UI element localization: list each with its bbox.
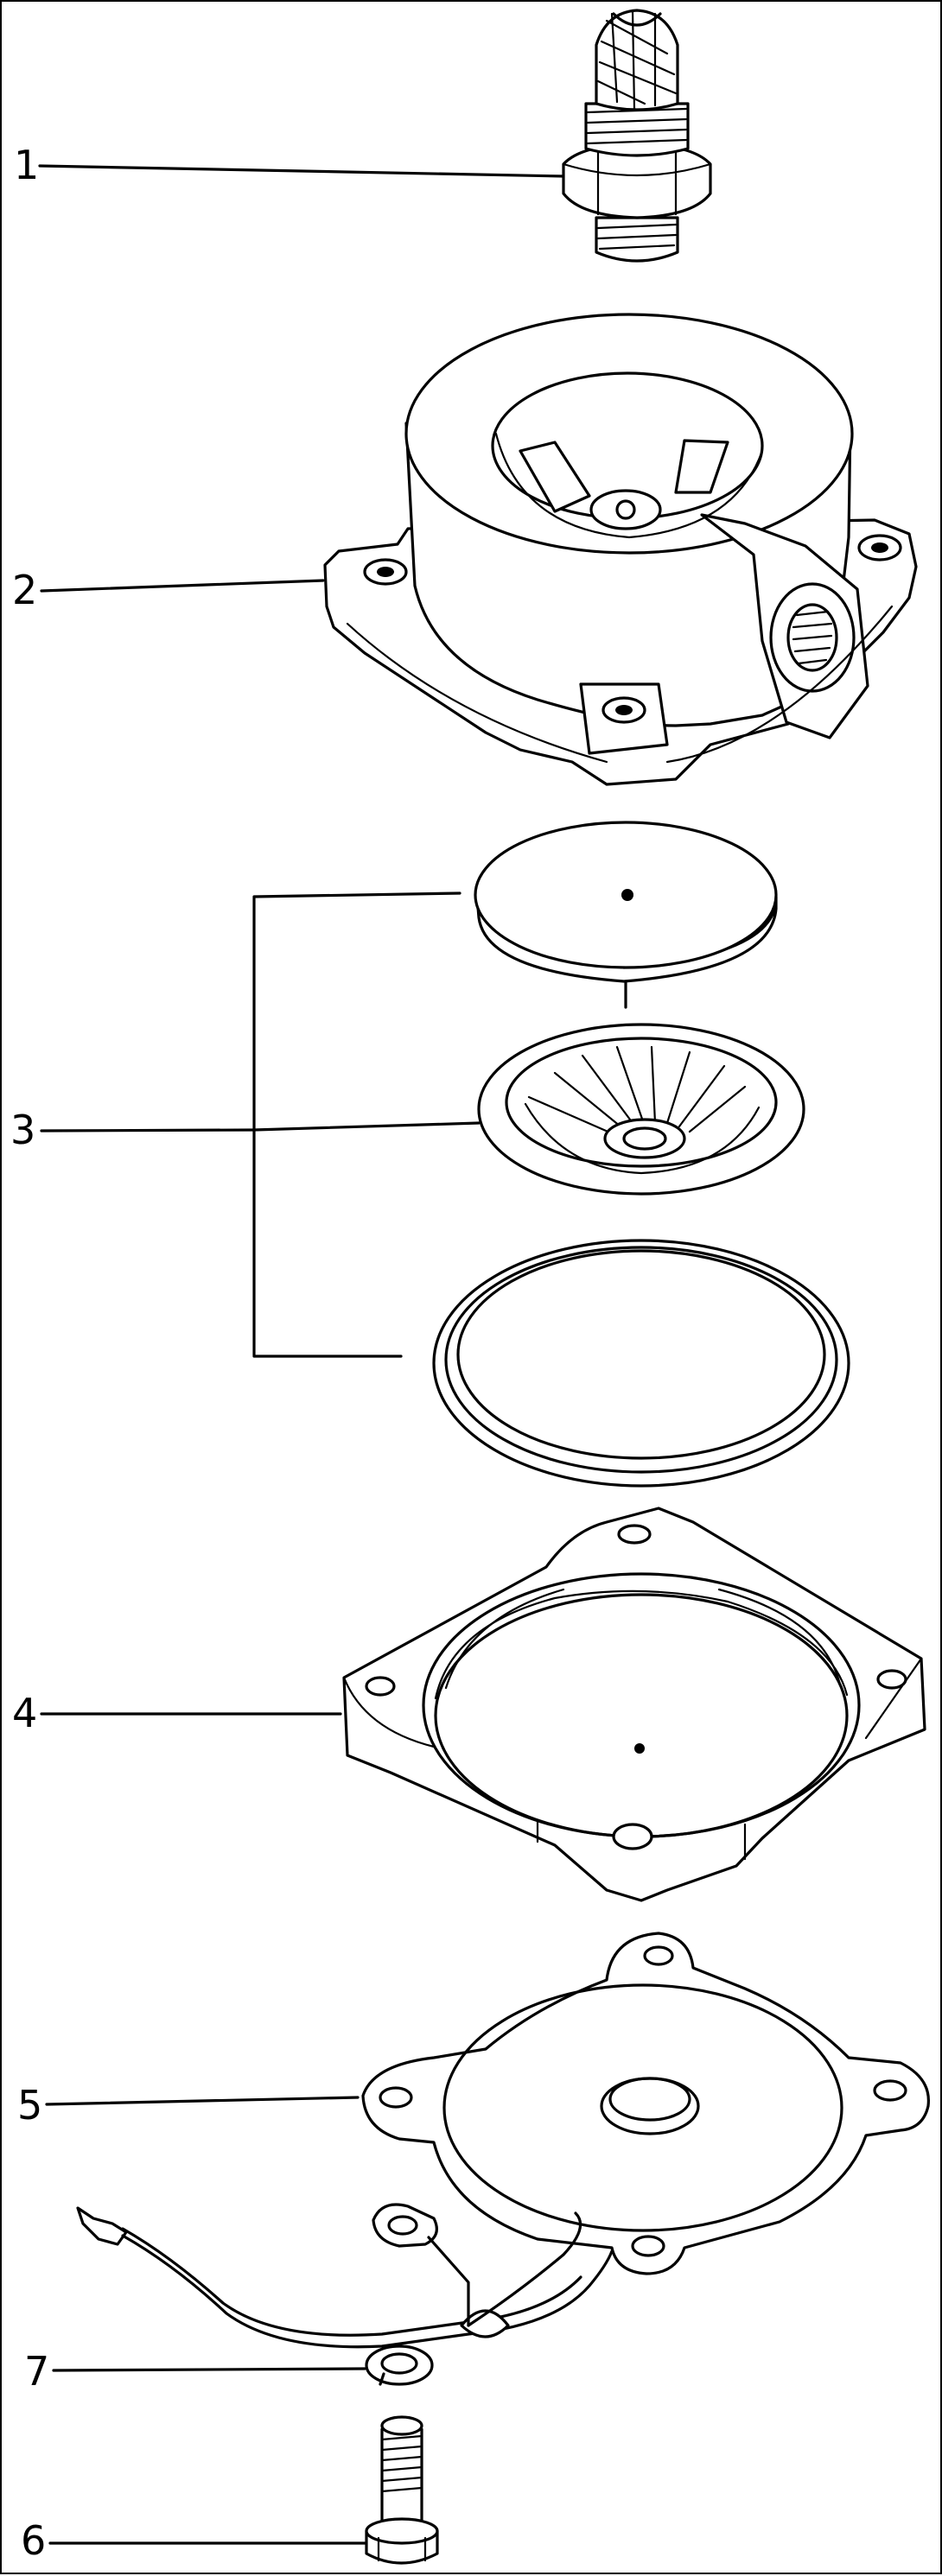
leader-line-3 bbox=[40, 1128, 256, 1133]
leader-line-2 bbox=[40, 579, 325, 593]
callout-5: 5 bbox=[17, 2082, 360, 2129]
callout-label-2: 2 bbox=[12, 567, 37, 613]
part-5-gasket bbox=[361, 1932, 930, 2275]
part-6-bolt bbox=[365, 2415, 439, 2565]
callout-7: 7 bbox=[24, 2348, 366, 2395]
callout-label-7: 7 bbox=[24, 2348, 49, 2395]
leader-line-5 bbox=[45, 2096, 360, 2106]
callout-label-3: 3 bbox=[10, 1107, 35, 1153]
callout-3: 3 bbox=[10, 891, 481, 1358]
leader-line-3b bbox=[252, 1121, 481, 1132]
callout-4: 4 bbox=[12, 1690, 342, 1736]
callout-label-4: 4 bbox=[12, 1690, 37, 1736]
callout-6: 6 bbox=[21, 2517, 377, 2564]
callout-label-5: 5 bbox=[17, 2082, 42, 2129]
part-7-washer bbox=[365, 2344, 434, 2386]
bracket-3 bbox=[252, 891, 461, 1358]
leader-line-7 bbox=[52, 2367, 366, 2372]
callout-label-6: 6 bbox=[21, 2517, 46, 2564]
part-2-housing bbox=[323, 313, 918, 786]
callout-label-1: 1 bbox=[14, 142, 39, 188]
part-1-plug bbox=[562, 9, 712, 263]
callout-1: 1 bbox=[14, 142, 565, 188]
part-3-diaphragm-set bbox=[432, 821, 850, 1488]
ground-wire-lead bbox=[76, 2203, 614, 2349]
callout-2: 2 bbox=[12, 567, 325, 613]
part-4-cover bbox=[342, 1507, 926, 1902]
leader-line-1 bbox=[38, 164, 565, 178]
